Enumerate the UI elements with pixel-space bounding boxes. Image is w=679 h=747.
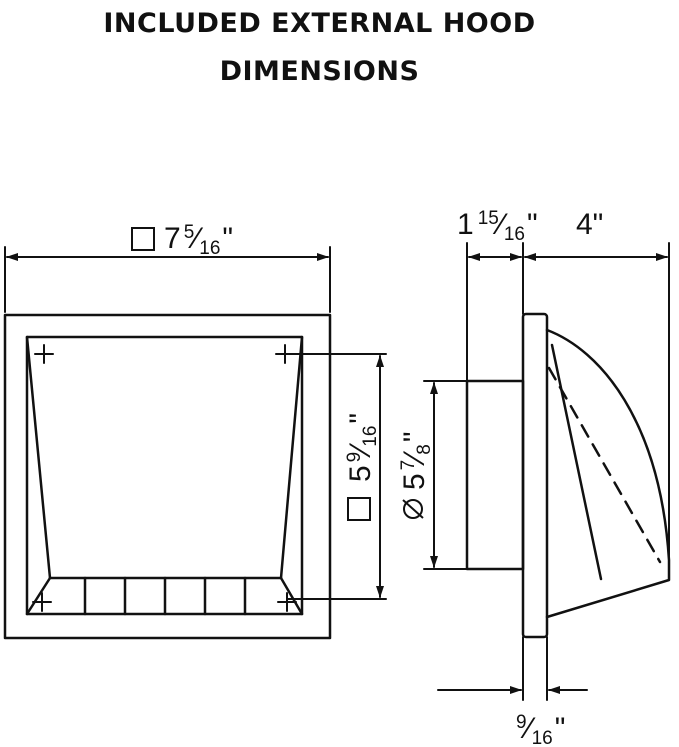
inner-square-whole: 5 xyxy=(344,465,377,482)
width-whole: 7 xyxy=(164,222,181,255)
plate-thickness-unit: " xyxy=(555,712,566,745)
inner-square-numerator: 9 xyxy=(344,452,365,463)
square-symbol-icon xyxy=(347,497,371,521)
svg-text:57⁄8": 57⁄8" xyxy=(398,431,435,490)
flange-depth-unit: " xyxy=(527,208,538,241)
front-louver-slots xyxy=(83,576,247,616)
diameter-label: 57⁄8" xyxy=(398,431,435,519)
hood-shell xyxy=(545,328,671,619)
diameter-numerator: 7 xyxy=(398,460,419,471)
svg-text:59⁄16": 59⁄16" xyxy=(344,413,381,482)
svg-text:75⁄16": 75⁄16" xyxy=(164,222,233,259)
inner-square-dimension-line xyxy=(284,353,387,600)
title-line-2: DIMENSIONS xyxy=(219,56,420,87)
width-denominator: 16 xyxy=(199,238,220,259)
flange-depth-numerator: 15 xyxy=(478,208,499,229)
front-view xyxy=(3,313,332,640)
diameter-dimension-line xyxy=(423,380,468,570)
width-unit: " xyxy=(222,222,233,255)
diameter-symbol-icon xyxy=(402,499,424,519)
flange-depth-denominator: 16 xyxy=(504,224,525,245)
depth-dimension-lines xyxy=(466,242,670,561)
inner-square-unit: " xyxy=(344,413,377,424)
diameter-whole: 5 xyxy=(398,473,431,490)
plate-thickness-numerator: 9 xyxy=(516,712,527,733)
hood-flap xyxy=(550,343,603,581)
duct-collar xyxy=(465,379,525,571)
mounting-plate xyxy=(521,312,549,639)
plate-thickness-label: 9⁄16" xyxy=(516,712,565,747)
flange-depth-whole: 1 xyxy=(457,208,474,241)
side-view xyxy=(465,312,671,639)
inner-square-denominator: 16 xyxy=(360,426,381,447)
front-left-taper xyxy=(25,335,52,580)
page-title: INCLUDED EXTERNAL HOOD DIMENSIONS xyxy=(0,0,639,96)
front-inner-frame xyxy=(25,335,304,616)
square-symbol-icon xyxy=(131,227,155,251)
hood-flap-open-position xyxy=(547,366,662,564)
plate-thickness-dimension-line xyxy=(437,636,588,701)
hood-depth-label: 4" xyxy=(576,208,603,241)
front-outer-frame xyxy=(3,313,332,640)
diameter-unit: " xyxy=(398,431,431,442)
width-dimension-line xyxy=(4,246,331,313)
plate-thickness-denominator: 16 xyxy=(532,728,553,747)
screw-marks xyxy=(32,344,297,612)
width-numerator: 5 xyxy=(184,222,195,243)
title-line-1: INCLUDED EXTERNAL HOOD xyxy=(103,8,536,39)
inner-square-label: 59⁄16" xyxy=(344,413,381,521)
front-right-taper xyxy=(279,335,304,580)
diameter-denominator: 8 xyxy=(414,444,435,455)
